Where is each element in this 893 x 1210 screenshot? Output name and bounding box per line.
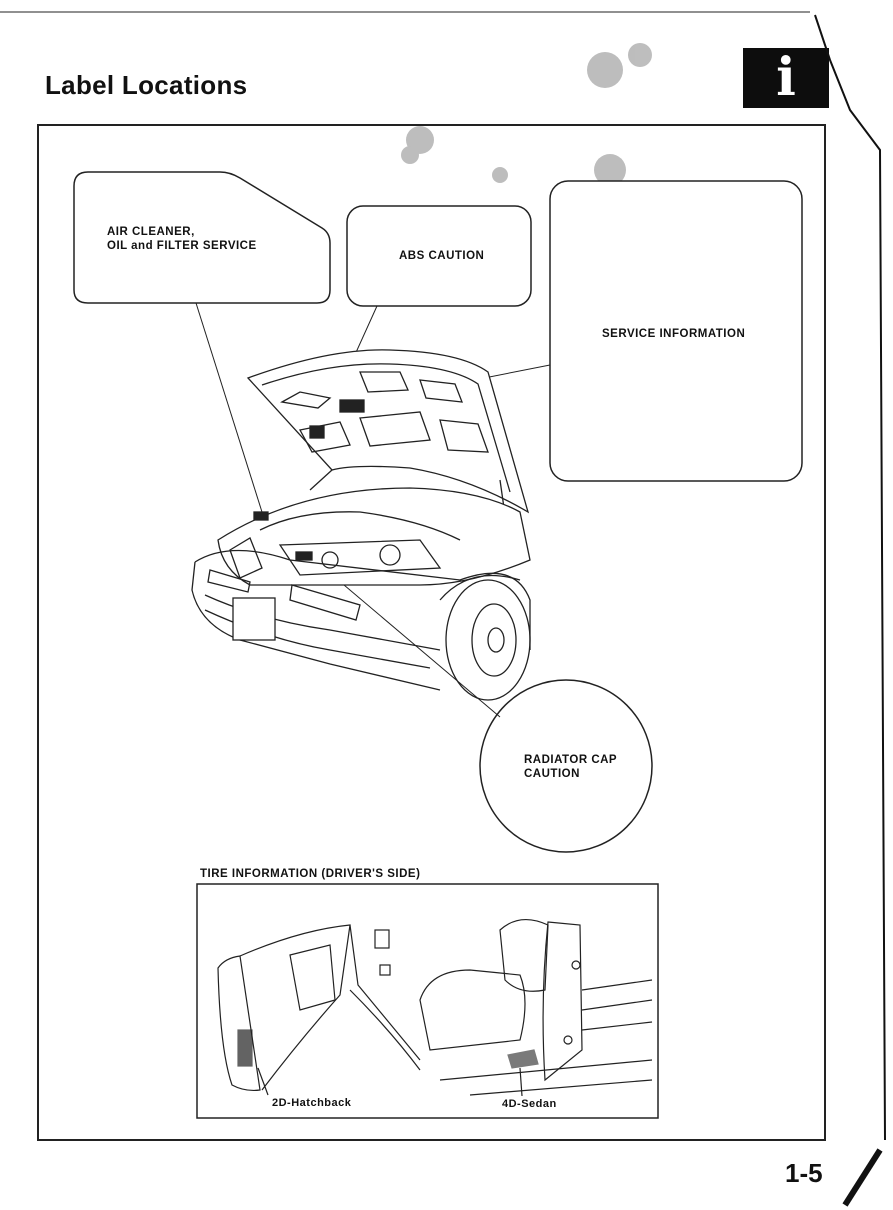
page-title: Label Locations bbox=[45, 70, 248, 100]
diagram-frame bbox=[37, 124, 826, 1141]
air-cleaner-label-line2: OIL and FILTER SERVICE bbox=[107, 240, 257, 252]
hatchback-caption: 2D-Hatchback bbox=[272, 1097, 352, 1109]
info-badge: i bbox=[743, 48, 829, 108]
radiator-cap-label-line2: CAUTION bbox=[524, 768, 580, 780]
tire-info-inset-frame bbox=[196, 883, 659, 1119]
air-cleaner-label-line1: AIR CLEANER, bbox=[107, 226, 195, 238]
hatchback-door-illustration bbox=[217, 924, 421, 1096]
abs-caution-label: ABS CAUTION bbox=[399, 250, 485, 262]
air-cleaner-callout-box bbox=[73, 171, 331, 304]
page-number: 1-5 bbox=[785, 1158, 823, 1188]
radiator-cap-label-line1: RADIATOR CAP bbox=[524, 754, 618, 766]
radiator-cap-callout-circle bbox=[479, 679, 653, 853]
service-information-callout-box bbox=[549, 180, 803, 482]
scan-smudges bbox=[401, 43, 652, 186]
sedan-caption: 4D-Sedan bbox=[502, 1098, 557, 1110]
tire-info-heading: TIRE INFORMATION (DRIVER'S SIDE) bbox=[200, 868, 421, 880]
info-icon: i bbox=[776, 47, 796, 108]
service-information-label: SERVICE INFORMATION bbox=[602, 328, 746, 340]
abs-caution-callout-box bbox=[346, 205, 532, 307]
car-illustration bbox=[191, 349, 531, 701]
sedan-door-illustration bbox=[419, 919, 653, 1097]
